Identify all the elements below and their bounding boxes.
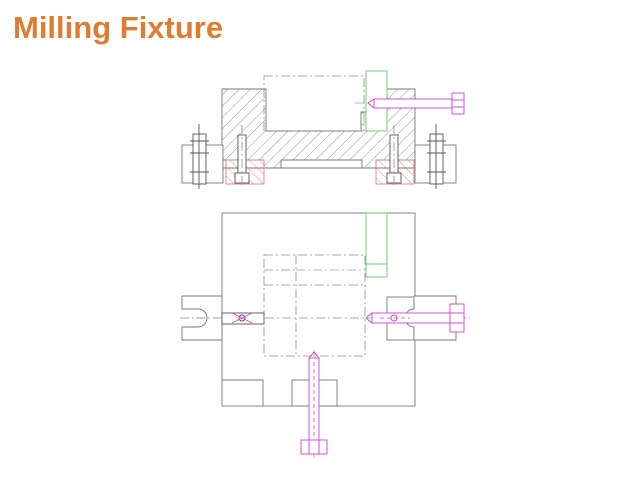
clamping-screw-front — [367, 92, 465, 115]
plan-view — [180, 212, 470, 458]
right-clamp-bolt — [427, 124, 446, 189]
front-clamp-screw — [300, 351, 328, 455]
left-slotted-strap — [181, 295, 223, 341]
slide-title: Milling Fixture — [13, 10, 224, 45]
clamping-screw-plan — [365, 303, 465, 333]
left-clamp-bolt — [190, 124, 209, 189]
workpiece-outline — [263, 75, 365, 132]
left-cap-screw — [234, 125, 250, 188]
left-clamp-rod — [221, 312, 265, 325]
workpiece-plan-outline — [263, 254, 366, 357]
right-cap-screw — [386, 125, 402, 188]
front-elevation-view — [181, 70, 465, 189]
movable-jaw-plan — [365, 212, 388, 278]
